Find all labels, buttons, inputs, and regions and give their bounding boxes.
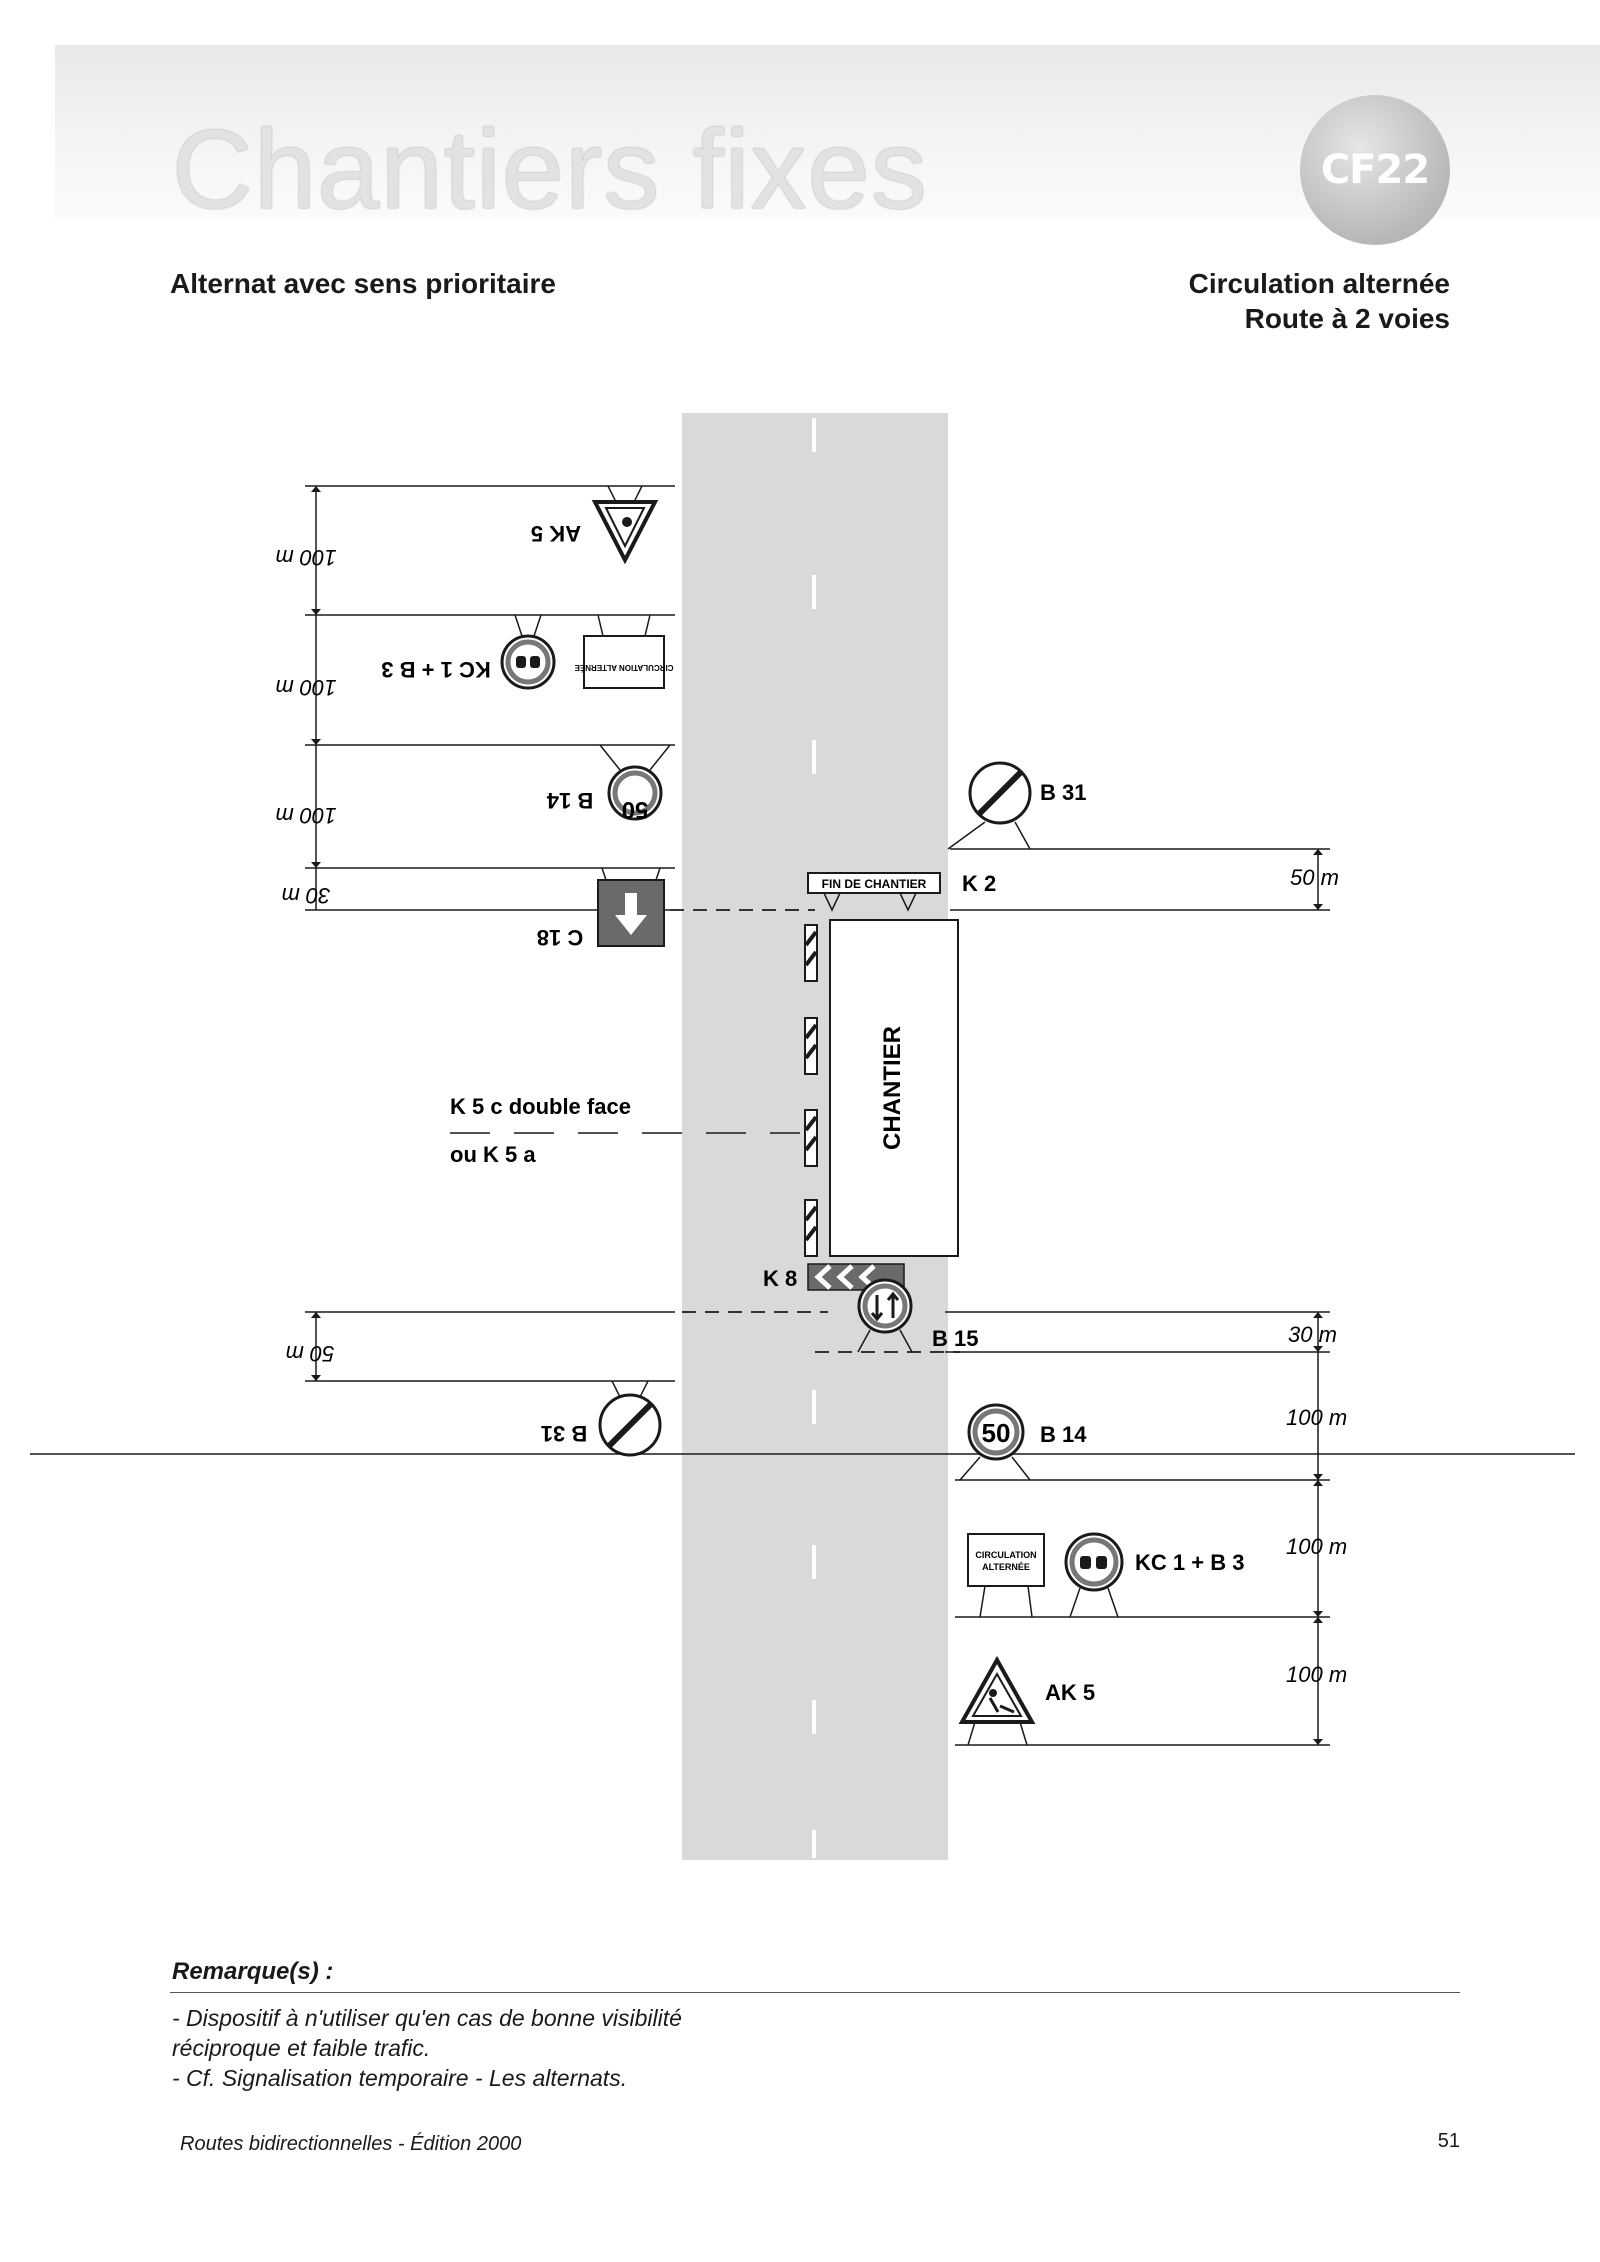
remarks-heading: Remarque(s) : <box>172 1958 334 1985</box>
left-b14-label: B 14 <box>546 788 593 813</box>
end-of-restrictions-icon <box>598 1380 662 1457</box>
right-distance-2: 30 m <box>1288 1322 1337 1347</box>
left-ak5-label: AK 5 <box>531 521 581 546</box>
footer-publication: Routes bidirectionnelles - Édition 2000 <box>180 2133 522 2155</box>
priority-to-oncoming-icon <box>857 1278 913 1353</box>
svg-text:50: 50 <box>622 796 649 823</box>
priority-arrow-icon <box>597 867 665 947</box>
remark-line: - Cf. Signalisation temporaire - Les alt… <box>172 2065 628 2091</box>
right-distance-3: 100 m <box>1286 1405 1347 1430</box>
svg-text:ALTERNÉE: ALTERNÉE <box>982 1562 1030 1572</box>
beacon-note-1: K 5 c double face <box>450 1094 631 1119</box>
roadworks-warning-icon <box>591 485 659 565</box>
beacon-note-2: ou K 5 a <box>450 1142 536 1167</box>
right-kc1b3-label: KC 1 + B 3 <box>1135 1550 1244 1575</box>
no-overtaking-icon <box>1064 1532 1124 1618</box>
left-c18-label: C 18 <box>537 925 583 950</box>
roadworks-warning-icon <box>958 1655 1036 1746</box>
left-distance-4: 30 m <box>282 883 331 908</box>
svg-text:CIRCULATION: CIRCULATION <box>975 1550 1036 1560</box>
right-distance-ticks <box>1313 849 1323 1745</box>
no-overtaking-icon <box>500 614 556 690</box>
stop-lines <box>670 909 960 1353</box>
traffic-mode-title: Circulation alternée <box>1188 268 1450 299</box>
road-type-title: Route à 2 voies <box>1244 303 1450 334</box>
right-b31-label: B 31 <box>1040 780 1086 805</box>
left-b31-label: B 31 <box>541 1421 587 1446</box>
right-k8-label: K 8 <box>763 1266 797 1291</box>
alternating-traffic-board: CIRCULATION ALTERNÉE <box>967 1533 1045 1618</box>
speed-limit-icon: 50 <box>959 1403 1031 1481</box>
worksite-label: CHANTIER <box>879 1026 906 1150</box>
left-distance-3: 100 m <box>275 803 336 828</box>
right-distance-5: 100 m <box>1286 1662 1347 1687</box>
end-of-worksite-board: FIN DE CHANTIER <box>807 872 941 912</box>
right-b15-label: B 15 <box>932 1326 978 1351</box>
remark-line: - Dispositif à n'utiliser qu'en cas de b… <box>172 2005 682 2031</box>
right-distance-1: 50 m <box>1290 865 1339 890</box>
right-b14-label: B 14 <box>1040 1422 1087 1447</box>
delineator-beacons <box>804 924 818 1257</box>
remarks-divider <box>170 1992 1460 1993</box>
left-distance-1: 100 m <box>275 545 336 570</box>
sheet-badge: CF22 <box>1300 95 1450 245</box>
right-distance-4: 100 m <box>1286 1534 1347 1559</box>
right-k2-label: K 2 <box>962 871 996 896</box>
remark-line: réciproque et faible trafic. <box>172 2035 431 2061</box>
svg-text:FIN DE CHANTIER: FIN DE CHANTIER <box>822 877 927 891</box>
svg-text:CIRCULATION ALTERNÉE: CIRCULATION ALTERNÉE <box>574 663 674 672</box>
worksite-area <box>829 919 959 1257</box>
svg-text:50: 50 <box>982 1418 1011 1448</box>
page-number: 51 <box>1437 2130 1460 2152</box>
center-line <box>812 418 816 1858</box>
left-distance-2: 100 m <box>275 675 336 700</box>
signage-diagram: 100 m 100 m 100 m 30 m 50 m AK 5 CIRCULA… <box>30 413 1575 1860</box>
alternating-traffic-board: CIRCULATION ALTERNÉE <box>574 614 674 689</box>
left-distance-ticks <box>311 486 321 1381</box>
speed-limit-icon: 50 <box>599 744 671 823</box>
layout-subtitle: Alternat avec sens prioritaire <box>170 268 556 299</box>
right-ak5-label: AK 5 <box>1045 1680 1095 1705</box>
end-of-restrictions-icon <box>947 761 1032 850</box>
left-distance-5: 50 m <box>286 1341 335 1366</box>
page-title: Chantiers fixes <box>172 107 928 232</box>
left-kc1b3-label: KC 1 + B 3 <box>381 657 490 682</box>
